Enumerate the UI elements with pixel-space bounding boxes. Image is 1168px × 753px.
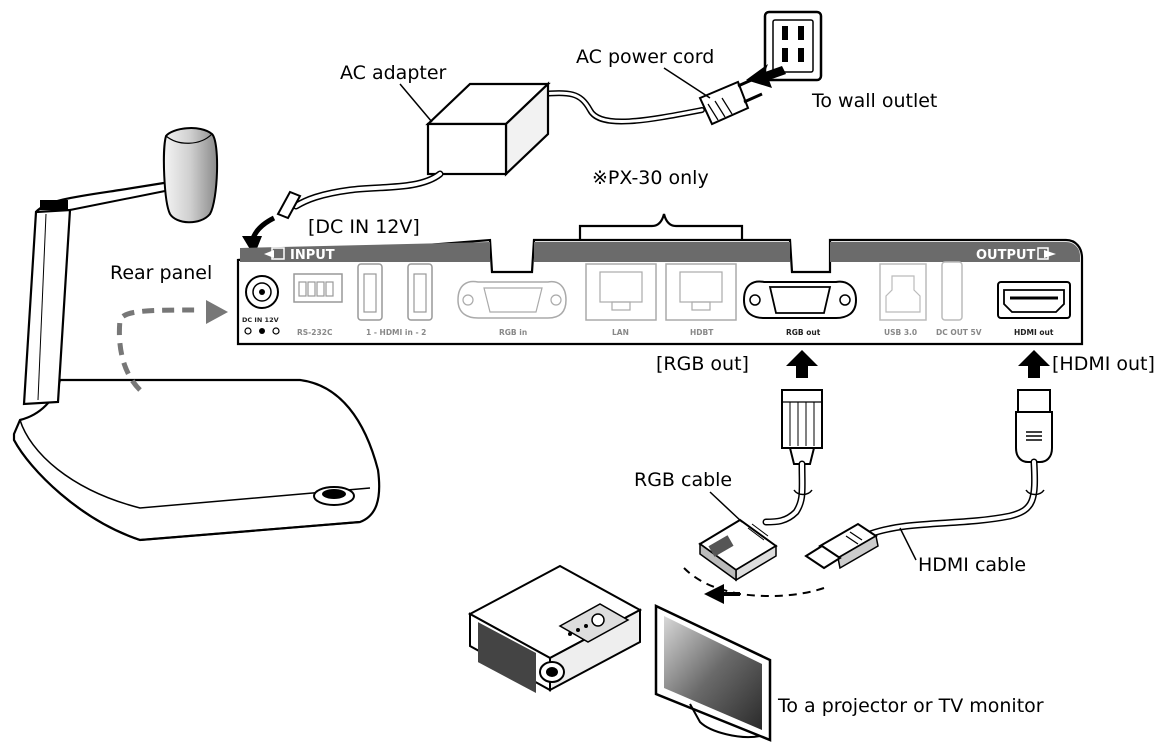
port-label-lan: LAN [612, 328, 629, 337]
output-header: OUTPUT [976, 248, 1036, 263]
dc-in-port [244, 275, 280, 335]
rgb-cable-label: RGB cable [634, 469, 732, 491]
projector [467, 564, 643, 693]
destination-label: To a projector or TV monitor [777, 695, 1044, 717]
output-icon [1037, 247, 1056, 260]
port-label-hdmi-in: 1 - HDMI in - 2 [366, 328, 426, 337]
ac-adapter [425, 81, 551, 177]
rgb-up-arrow-icon [786, 350, 818, 378]
hdmi-cable-label: HDMI cable [918, 554, 1026, 576]
hdmi-out-port [997, 281, 1071, 319]
port-label-hdmi-out: HDMI out [1014, 328, 1054, 337]
dc-in-label: [DC IN 12V] [308, 216, 420, 238]
rgb-out-port [742, 280, 858, 319]
dc-arrow-icon [242, 215, 276, 256]
rear-panel-label: Rear panel [110, 262, 212, 284]
rear-panel-pointer [116, 300, 228, 392]
rs232c-port [293, 273, 343, 303]
port-label-dc-out: DC OUT 5V [936, 328, 982, 337]
hdmi-in-port-2 [407, 263, 433, 321]
document-camera [12, 127, 381, 542]
port-label-usb: USB 3.0 [884, 328, 917, 337]
hdmi-up-arrow-icon [1018, 350, 1050, 378]
port-label-rgb-in: RGB in [499, 328, 527, 337]
px30-brace [578, 213, 744, 240]
tv-monitor [654, 604, 772, 742]
ac-power-cord-label: AC power cord [576, 46, 714, 68]
wall-outlet [763, 10, 823, 82]
hdmi-out-label: [HDMI out] [1052, 353, 1155, 375]
port-label-rs232c: RS-232C [297, 328, 333, 337]
usb-port [879, 263, 927, 321]
to-device-pointer [683, 567, 825, 604]
input-header: INPUT [290, 248, 335, 263]
hdbt-port [665, 263, 737, 321]
port-label-dc-in: DC IN 12V [242, 316, 279, 324]
rgb-connector-vertical [781, 389, 823, 465]
dc-plug [276, 190, 302, 220]
rear-panel [236, 238, 1084, 346]
port-label-rgb-out: RGB out [786, 328, 821, 337]
port-label-hdbt: HDBT [690, 328, 714, 337]
rgb-connector-end [698, 518, 778, 582]
input-icon [264, 247, 285, 260]
plug-arrow-icon [746, 64, 786, 88]
rgb-out-label: [RGB out] [656, 353, 749, 375]
dc-out-port [941, 261, 963, 321]
wall-outlet-label: To wall outlet [811, 90, 937, 112]
hdmi-connector-end [804, 522, 879, 570]
hdmi-in-port-1 [357, 263, 383, 321]
ac-adapter-label: AC adapter [340, 62, 447, 84]
ac-power-cord [537, 90, 705, 125]
px30-only-label: ※PX-30 only [592, 167, 709, 189]
lan-port [585, 263, 657, 321]
rgb-in-port [457, 280, 567, 319]
hdmi-connector-vertical [1015, 389, 1053, 463]
ac-power-plug [698, 76, 763, 126]
